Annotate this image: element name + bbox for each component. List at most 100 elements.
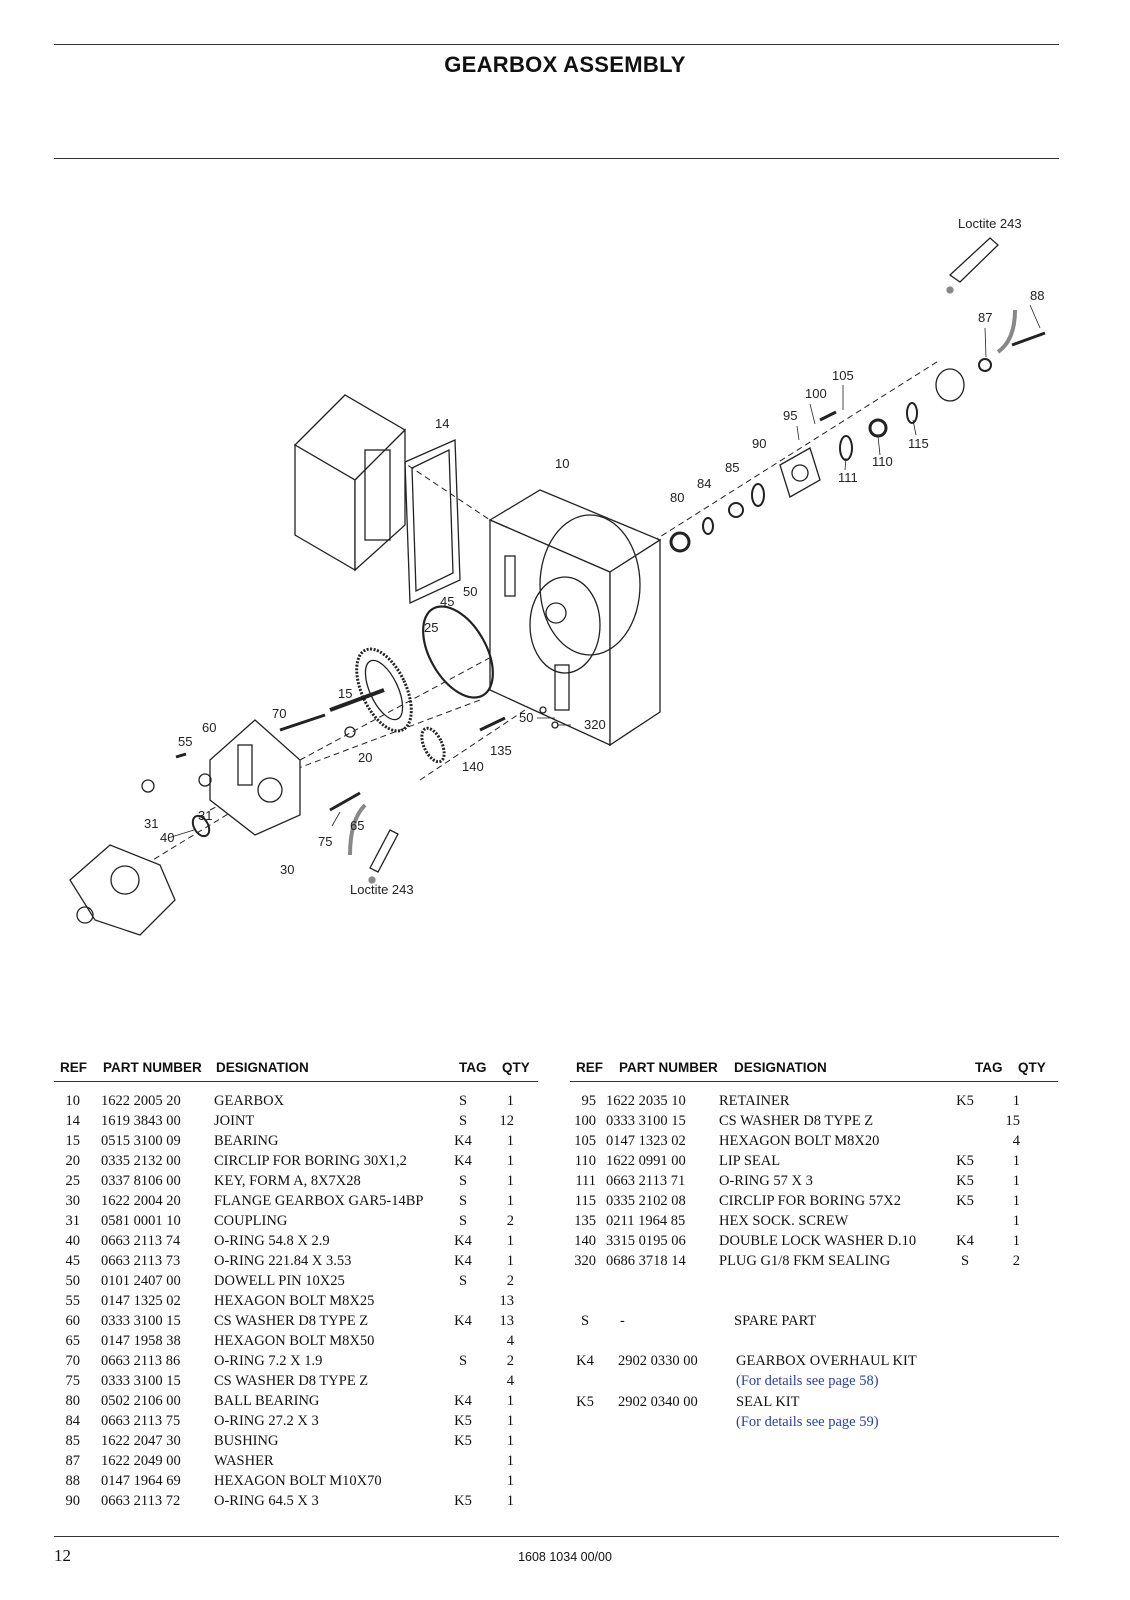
- ref-cell: 115: [574, 1193, 596, 1209]
- tag-cell: S: [458, 1273, 468, 1289]
- callout-90: 90: [752, 436, 766, 451]
- tag-cell: S: [458, 1093, 468, 1109]
- header-bottom-rule: [54, 158, 1059, 159]
- designation-cell: O-RING 54.8 X 2.9: [214, 1233, 330, 1249]
- callout-105: 105: [832, 368, 854, 383]
- ref-cell: 45: [65, 1253, 81, 1269]
- qty-cell: 4: [506, 1333, 514, 1349]
- callout-115: 115: [908, 436, 929, 451]
- qty-cell: 1: [1012, 1173, 1020, 1189]
- designation-cell: HEXAGON BOLT M8X20: [719, 1133, 880, 1149]
- page-59-link[interactable]: (For details see page 59): [736, 1414, 879, 1430]
- callout-50-top: 50: [463, 584, 477, 599]
- part-number-cell: 0663 2113 73: [101, 1253, 181, 1269]
- tag-cell: S: [458, 1113, 468, 1129]
- part-number-cell: 3315 0195 06: [606, 1233, 686, 1249]
- header-rule: [570, 1081, 1058, 1082]
- qty-cell: 1: [506, 1093, 514, 1109]
- ref-cell: 320: [574, 1253, 596, 1269]
- ref-cell: 75: [65, 1373, 81, 1389]
- callout-80: 80: [670, 490, 684, 505]
- page-title: GEARBOX ASSEMBLY: [444, 52, 686, 77]
- designation-cell: HEXAGON BOLT M8X50: [214, 1333, 375, 1349]
- qty-cell: 1: [506, 1253, 514, 1269]
- qty-cell: 1: [506, 1413, 514, 1429]
- qty-cell: 2: [506, 1273, 514, 1289]
- designation-cell: CS WASHER D8 TYPE Z: [214, 1373, 369, 1389]
- col-header-qty: QTY: [502, 1060, 530, 1075]
- part-number-cell: 0147 1325 02: [101, 1293, 181, 1309]
- ref-cell: 60: [65, 1313, 81, 1329]
- designation-cell: BALL BEARING: [214, 1393, 320, 1409]
- ref-cell: 100: [574, 1113, 596, 1129]
- designation-cell: BUSHING: [214, 1433, 279, 1449]
- qty-cell: 1: [506, 1473, 514, 1489]
- col-header-designation: DESIGNATION: [216, 1060, 309, 1075]
- part-number-cell: 1622 2004 20: [101, 1193, 181, 1209]
- tag-cell: S: [960, 1253, 970, 1269]
- ref-cell: 95: [581, 1093, 597, 1109]
- loctite-tube-top: [946, 237, 999, 294]
- tag-cell: K5: [454, 1413, 472, 1429]
- qty-cell: 2: [1012, 1253, 1020, 1269]
- qty-cell: 1: [506, 1153, 514, 1169]
- callout-111: 111: [838, 470, 858, 485]
- footer-rule: [54, 1536, 1059, 1537]
- callout-75: 75: [318, 834, 332, 849]
- callout-60: 60: [202, 720, 216, 735]
- designation-cell: HEXAGON BOLT M8X25: [214, 1293, 375, 1309]
- ref-cell: 30: [65, 1193, 81, 1209]
- ref-cell: 31: [65, 1213, 81, 1229]
- tag-cell: S: [458, 1213, 468, 1229]
- callout-14: 14: [435, 416, 449, 431]
- tag-cell: K4: [956, 1233, 974, 1249]
- designation-cell: COUPLING: [214, 1213, 288, 1229]
- part-number-cell: 0337 8106 00: [101, 1173, 181, 1189]
- ref-cell: 85: [65, 1433, 81, 1449]
- qty-cell: 1: [506, 1193, 514, 1209]
- callout-140: 140: [462, 759, 484, 774]
- leader-lines: [167, 304, 1041, 839]
- exploded-diagram: Loctite 243 88 87 105 100 95 115 110 111…: [69, 216, 1046, 936]
- page-58-link[interactable]: (For details see page 58): [736, 1373, 879, 1389]
- small-gear: [420, 726, 446, 764]
- callout-84: 84: [697, 476, 711, 491]
- part-number-cell: 0333 3100 15: [606, 1113, 686, 1129]
- designation-cell: LIP SEAL: [719, 1153, 781, 1169]
- qty-cell: 1: [1012, 1233, 1020, 1249]
- qty-cell: 1: [1012, 1153, 1020, 1169]
- designation-cell: CS WASHER D8 TYPE Z: [719, 1113, 874, 1129]
- part-number-cell: 0663 2113 86: [101, 1353, 181, 1369]
- tag-cell: S: [458, 1353, 468, 1369]
- gearbox-flange: [209, 719, 301, 836]
- qty-cell: 1: [506, 1493, 514, 1509]
- qty-cell: 12: [499, 1113, 515, 1129]
- part-number-cell: 0335 2132 00: [101, 1153, 181, 1169]
- callout-20: 20: [358, 750, 372, 765]
- part-number-cell: 0502 2106 00: [101, 1393, 181, 1409]
- ref-cell: 65: [65, 1333, 81, 1349]
- col-header-ref: REF: [576, 1060, 603, 1075]
- designation-cell: GEARBOX: [214, 1093, 285, 1109]
- designation-cell: DOUBLE LOCK WASHER D.10: [719, 1233, 917, 1249]
- tag-cell: S: [458, 1173, 468, 1189]
- ref-cell: 15: [65, 1133, 81, 1149]
- callout-70: 70: [272, 706, 286, 721]
- tag-cell: K4: [454, 1393, 472, 1409]
- designation-cell: FLANGE GEARBOX GAR5-14BP: [214, 1193, 424, 1209]
- callout-10: 10: [555, 456, 569, 471]
- designation-cell: CIRCLIP FOR BORING 57X2: [719, 1193, 901, 1209]
- part-number-cell: 0101 2407 00: [101, 1273, 181, 1289]
- tag-cell: K4: [454, 1233, 472, 1249]
- ref-cell: 55: [65, 1293, 81, 1309]
- ref-cell: 105: [574, 1133, 596, 1149]
- ref-cell: 10: [65, 1093, 81, 1109]
- col-header-part-number: PART NUMBER: [103, 1060, 202, 1075]
- callout-320: 320: [584, 717, 606, 732]
- callout-100: 100: [805, 386, 827, 401]
- part-number-cell: 0333 3100 15: [101, 1313, 181, 1329]
- part-number-cell: 0663 2113 74: [101, 1233, 181, 1249]
- hydraulic-motor: [69, 844, 176, 936]
- designation-cell: O-RING 221.84 X 3.53: [214, 1253, 352, 1269]
- tag-cell: K4: [454, 1253, 472, 1269]
